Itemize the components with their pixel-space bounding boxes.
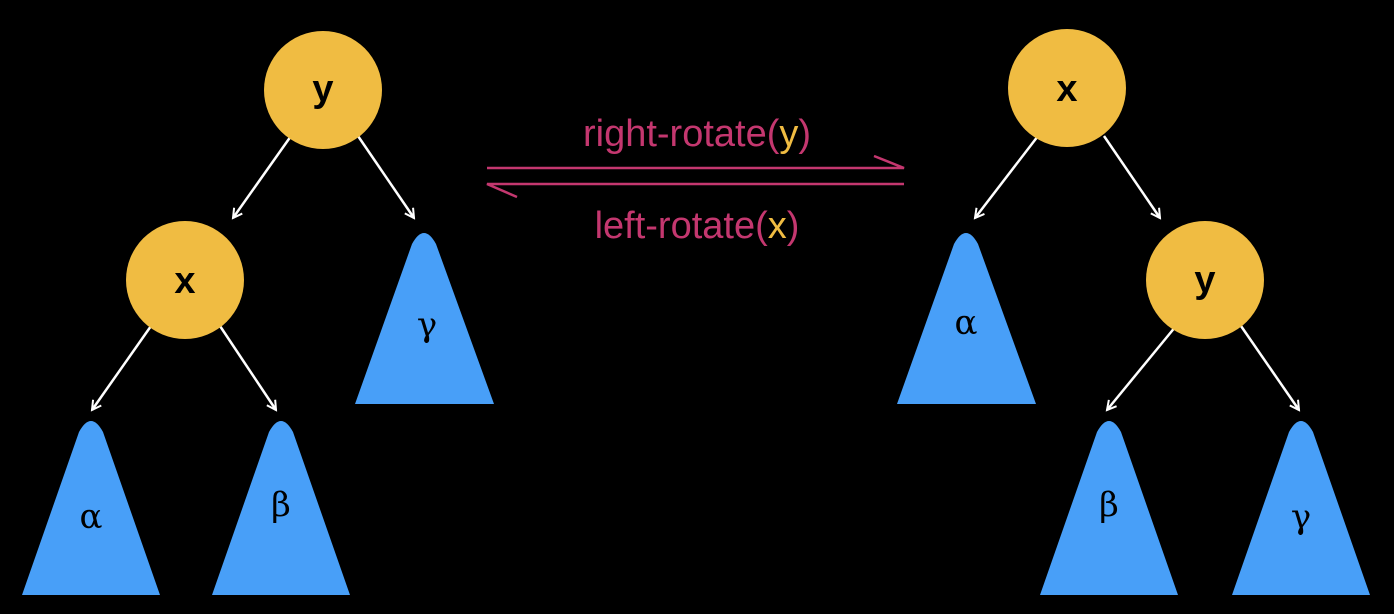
right-subtree-gamma [1232, 421, 1370, 595]
right-child-node-label: y [1194, 259, 1215, 301]
left-subtree-gamma [355, 233, 494, 404]
left-edge-y-to-gamma [356, 135, 414, 218]
right-rotate-label: right-rotate(y) [583, 113, 811, 155]
left-edge-y-to-x [233, 135, 293, 218]
left-rotate-label: left-rotate(x) [595, 205, 800, 247]
right-child-node [1146, 221, 1264, 339]
right-rotate-arg: y [779, 113, 798, 155]
left-subtree-alpha-label: α [80, 497, 103, 537]
right-subtree-beta-label: β [1099, 485, 1119, 525]
right-subtree-alpha-label: α [955, 303, 978, 343]
right-edge-x-to-alpha [975, 135, 1039, 218]
left-subtree-gamma-label: γ [417, 305, 437, 345]
right-subtree-alpha [897, 233, 1036, 404]
right-rotate-arrow [487, 154, 905, 170]
right-tree: α β γ x y [897, 29, 1370, 595]
right-root-node-label: x [1056, 68, 1077, 110]
left-rotate-arg: x [768, 205, 787, 247]
right-rotate-name: right-rotate( [583, 113, 780, 155]
left-rotate-close: ) [787, 205, 800, 247]
right-subtree-beta [1040, 421, 1178, 595]
right-edge-y-to-gamma [1239, 325, 1299, 410]
left-subtree-alpha [22, 421, 160, 595]
left-edge-x-to-alpha [92, 325, 153, 410]
right-root-node [1008, 29, 1126, 147]
left-root-node [264, 31, 382, 149]
right-rotate-close: ) [798, 113, 811, 155]
right-subtree-gamma-label: γ [1291, 497, 1311, 537]
left-child-node-label: x [174, 260, 195, 302]
left-child-node [126, 221, 244, 339]
left-subtree-beta [212, 421, 350, 595]
left-rotate-name: left-rotate( [595, 205, 769, 247]
left-tree: α β γ y x [22, 31, 494, 595]
rotation-operations: right-rotate(y) left-rotate(x) [486, 113, 905, 247]
right-edge-x-to-y [1102, 135, 1160, 218]
left-edge-x-to-beta [218, 325, 276, 410]
left-root-node-label: y [312, 68, 333, 110]
left-subtree-beta-label: β [271, 485, 291, 525]
right-edge-y-to-beta [1107, 325, 1177, 410]
left-rotate-arrow [486, 182, 904, 199]
